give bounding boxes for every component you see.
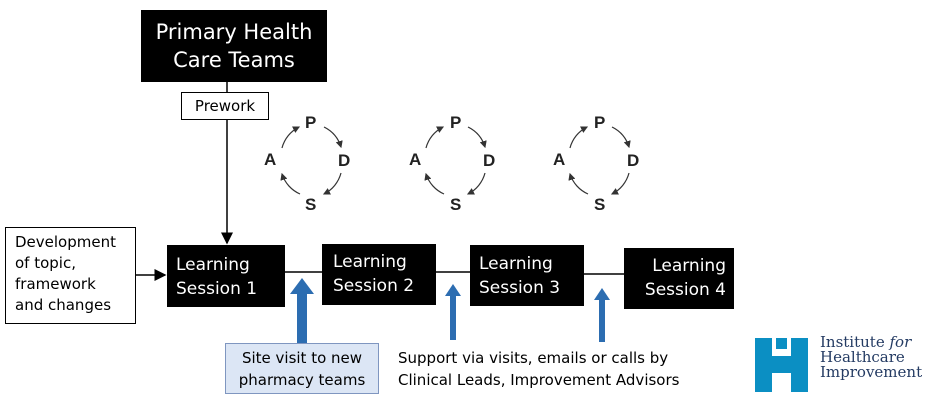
pdsa-a: A (409, 150, 421, 169)
pdsa-a: A (553, 150, 565, 169)
support-text: Support via visits, emails or calls by C… (398, 349, 680, 389)
ihi-logo-text: Institute for Healthcare Improvement (820, 335, 939, 380)
pdsa-cycle-3: P D S A (553, 113, 639, 214)
pdsa-cycle-1: P D S A (264, 113, 350, 214)
pdsa-d: D (338, 151, 350, 170)
learning-session-2: Learning Session 2 (322, 244, 436, 305)
development-box: Development of topic, framework and chan… (5, 227, 136, 324)
pdsa-d: D (627, 151, 639, 170)
learning-session-3: Learning Session 3 (470, 245, 584, 306)
pdsa-p: P (594, 113, 605, 132)
pdsa-p: P (450, 113, 461, 132)
pdsa-p: P (305, 113, 316, 132)
learning-session-4: Learning Session 4 (624, 248, 734, 309)
ihi-logo-mark (755, 338, 808, 392)
site-visit-box: Site visit to new pharmacy teams (225, 343, 379, 394)
blue-up-arrow-3 (594, 288, 610, 342)
pdsa-a: A (264, 150, 276, 169)
prework-box: Prework (181, 92, 269, 120)
blue-up-arrow-1 (290, 278, 314, 343)
blue-up-arrow-2 (445, 284, 461, 340)
pdsa-s: S (450, 195, 461, 214)
logo-line-1: Institute (820, 333, 890, 351)
pdsa-cycle-2: P D S A (409, 113, 495, 214)
pdsa-d: D (483, 151, 495, 170)
logo-line-1-italic: for (889, 333, 912, 351)
logo-line-3: Improvement (820, 363, 923, 381)
logo-line-2: Healthcare (820, 348, 905, 366)
page-title: Primary Health Care Teams (141, 10, 327, 82)
pdsa-s: S (594, 195, 605, 214)
pdsa-s: S (305, 195, 316, 214)
learning-session-1: Learning Session 1 (167, 245, 285, 307)
